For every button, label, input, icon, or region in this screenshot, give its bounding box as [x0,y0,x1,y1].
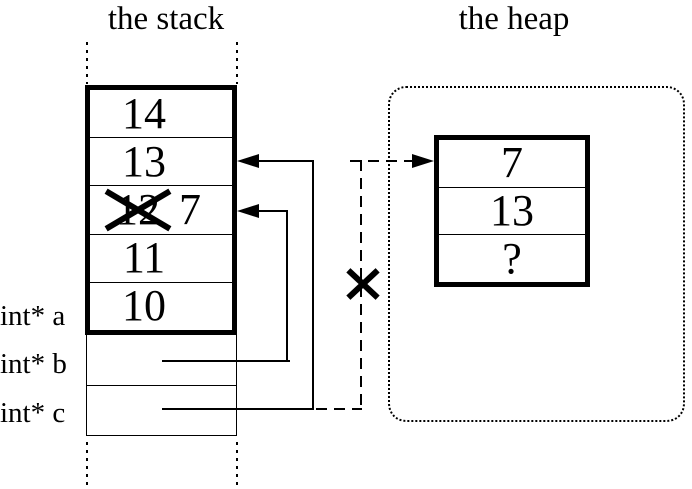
pointer-slot-b [87,335,236,386]
b-pointer-line-vertical [286,210,288,362]
dangling-pointer-x-icon [345,267,380,300]
heap-record-box: 7 13 ? [434,135,590,287]
heap-cell-value: 7 [501,138,523,188]
stack-guide-dotted-line-top-left [86,42,88,84]
stack-frame-box: 14 13 12 7 11 10 [85,85,237,335]
b-pointer-line-horizontal [162,360,290,362]
pointer-slot-c [87,386,236,436]
label-int-ptr-a: int* a [0,300,66,332]
stack-cell-value: 11 [122,233,166,283]
stack-guide-dotted-line-bottom-left [86,442,88,487]
c-pointer-line-vertical [312,160,314,410]
stack-guide-dotted-line-bottom-right [236,442,238,487]
stack-cell: 13 [90,136,232,187]
b-pointer-arrowhead-icon [237,204,259,218]
dangling-pointer-arrowhead-icon [412,154,434,168]
heap-cell: 13 [439,188,585,236]
dangling-pointer-dashed-line-bottom [316,408,362,410]
stack-cell: 14 [90,88,232,139]
label-int-ptr-c: int* c [0,397,66,429]
stack-cell-overwritten: 12 7 [90,185,232,235]
label-int-ptr-b: int* b [0,348,67,380]
stack-cell-value: 14 [122,88,166,138]
stack-title: the stack [107,1,225,37]
stack-cell-new-value: 7 [179,185,201,234]
crossed-out-old-value: 12 [104,188,172,232]
cross-out-x-icon [104,188,172,232]
b-pointer-line-into-cell [250,210,288,212]
heap-cell: 7 [439,140,585,188]
stack-cell: 11 [90,235,232,283]
heap-cell-value: ? [502,233,522,283]
dangling-pointer-dashed-line-top [350,160,412,162]
heap-cell: ? [439,235,585,282]
stack-guide-dotted-line-top-right [236,42,238,84]
stack-cell-value: 13 [122,136,166,186]
c-pointer-line-into-cell [250,160,314,162]
heap-cell-value: 13 [490,186,534,235]
stack-cell: 10 [90,283,232,330]
heap-region-dotted-boundary [388,86,685,422]
pointer-slots-box [86,335,237,436]
c-pointer-arrowhead-icon [237,154,259,168]
c-pointer-line-horizontal [162,408,314,410]
stack-cell-value: 10 [122,281,166,331]
heap-title: the heap [458,1,570,37]
